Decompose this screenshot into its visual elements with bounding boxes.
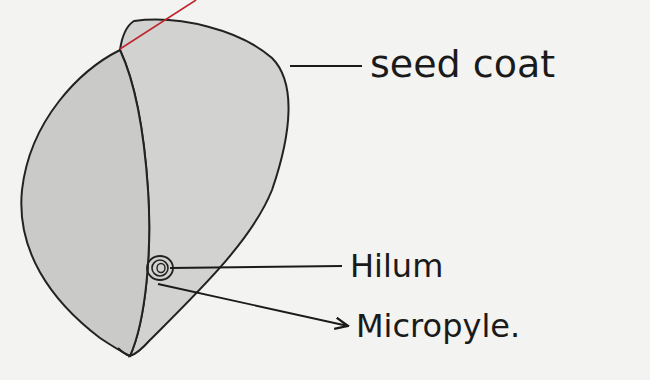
part-label: Micropyle. (356, 310, 520, 342)
red-mark (120, 0, 196, 49)
seed-left-lobe (21, 50, 149, 356)
hilum-inner (157, 264, 165, 273)
part-label: Hilum (350, 250, 443, 282)
hilum-outer (147, 256, 173, 280)
leader-arrow (158, 284, 348, 326)
leader-line (290, 65, 362, 67)
leader-line (170, 266, 342, 268)
seed-tip (118, 348, 130, 356)
hilum-middle (152, 260, 168, 276)
part-label: seed coat (370, 45, 555, 83)
